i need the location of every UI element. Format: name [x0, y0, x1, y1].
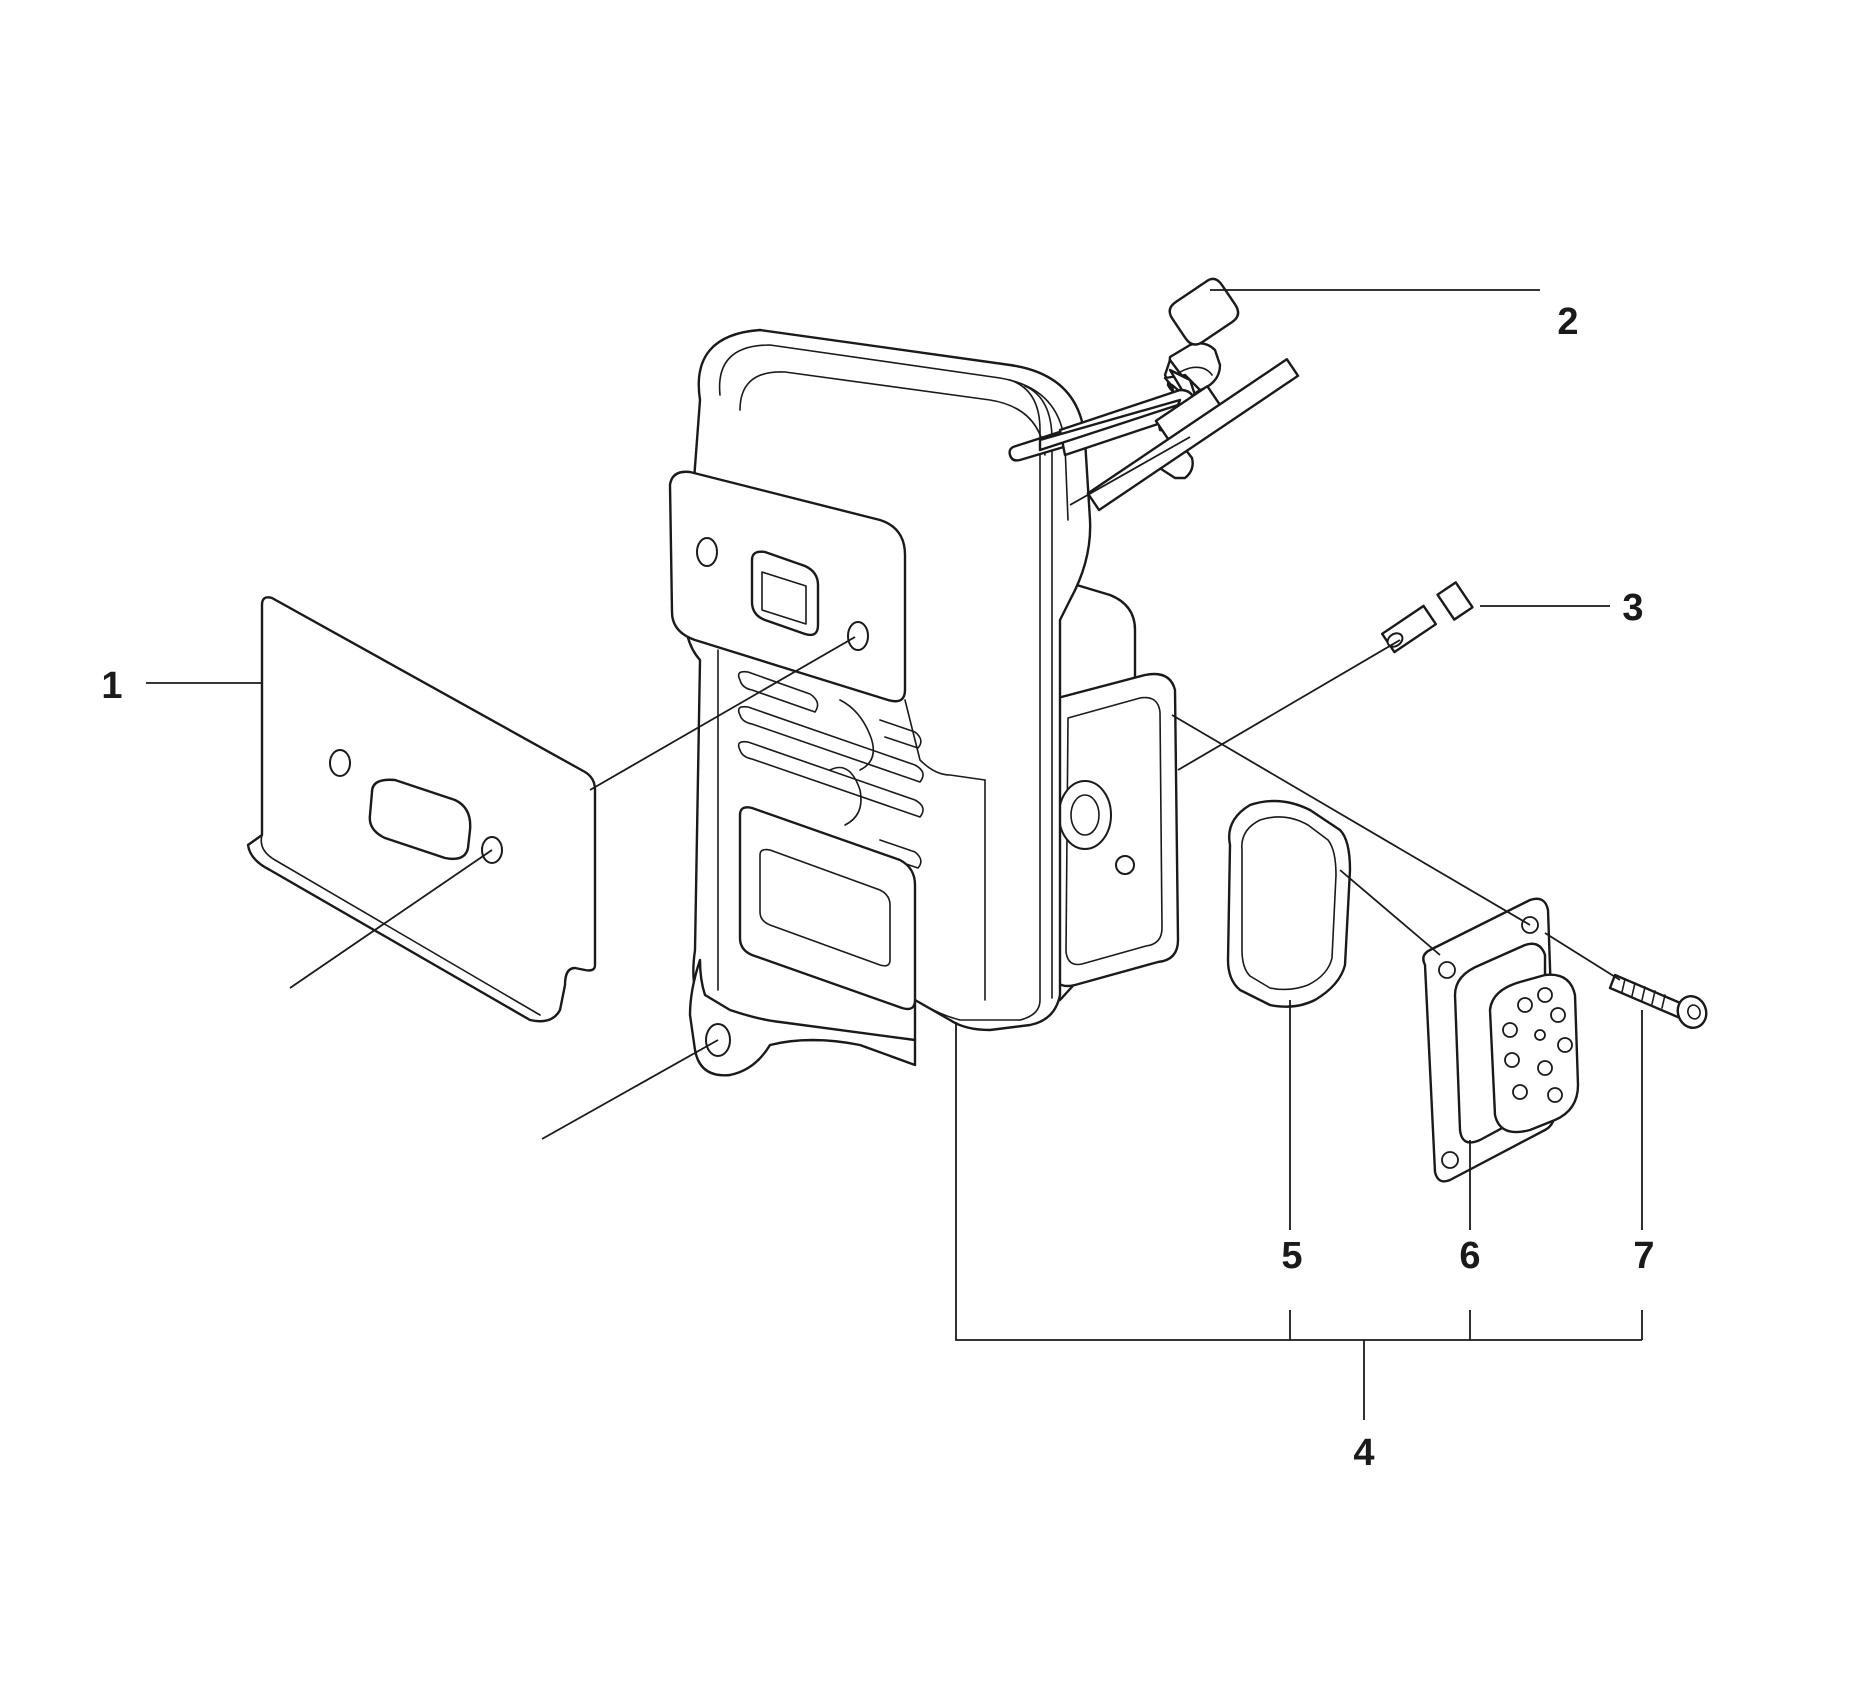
callout-6: 6	[1459, 1235, 1480, 1277]
spark-arrester-part-6	[1422, 897, 1580, 1183]
gasket-part-1	[246, 596, 597, 1023]
callout-4: 4	[1353, 1432, 1374, 1474]
flange-inlet-port	[750, 550, 820, 637]
leader-bracket-4	[955, 1022, 1642, 1341]
flange-bolt-hole-right	[847, 621, 869, 651]
short-bolt-part-3	[1380, 581, 1474, 654]
screw-part-7	[1608, 973, 1708, 1029]
arrester-screen	[1488, 973, 1580, 1134]
callout-5: 5	[1281, 1235, 1302, 1277]
muffler-body	[668, 328, 1180, 1077]
long-bolt-drawing	[1086, 277, 1300, 512]
callout-2: 2	[1557, 301, 1578, 343]
muffler-screw-hole	[1115, 855, 1135, 875]
gasket-bolt-hole-upper	[329, 749, 351, 777]
muffler-outlet-port	[1058, 780, 1112, 850]
callout-1: 1	[101, 665, 122, 707]
muffler-mounting-tab	[688, 958, 917, 1077]
callout-labels: 1 2 3 4 5 6 7	[101, 301, 1654, 1474]
outlet-gasket-part-5	[1226, 799, 1352, 1008]
callout-7: 7	[1633, 1235, 1654, 1277]
flange-bolt-hole-left	[696, 537, 718, 567]
gasket-exhaust-port	[368, 778, 472, 861]
callout-3: 3	[1622, 587, 1643, 629]
leader-lines	[146, 289, 1643, 1420]
